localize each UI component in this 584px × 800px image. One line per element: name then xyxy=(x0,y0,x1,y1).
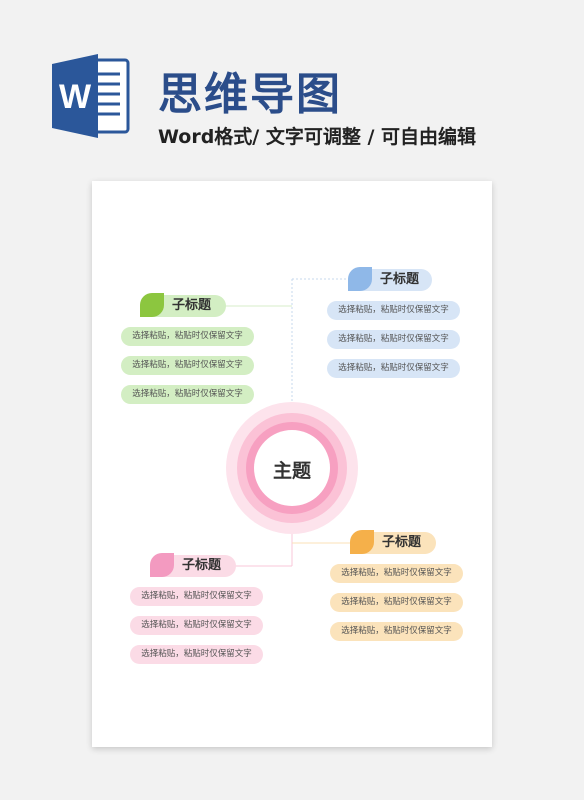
branch-item-orange-2: 选择粘贴，粘贴时仅保留文字 xyxy=(330,593,463,612)
branch-item-orange-3: 选择粘贴，粘贴时仅保留文字 xyxy=(330,622,463,641)
branch-item-green-2: 选择粘贴，粘贴时仅保留文字 xyxy=(121,356,254,375)
page-title: 思维导图 xyxy=(158,69,342,120)
branch-item-blue-3: 选择粘贴，粘贴时仅保留文字 xyxy=(327,359,460,378)
branch-item-blue-1: 选择粘贴，粘贴时仅保留文字 xyxy=(327,301,460,320)
connector-lines xyxy=(212,278,358,567)
branch-item-pink-3: 选择粘贴，粘贴时仅保留文字 xyxy=(130,645,263,664)
branch-item-green-1: 选择粘贴，粘贴时仅保留文字 xyxy=(121,327,254,346)
branch-item-green-3: 选择粘贴，粘贴时仅保留文字 xyxy=(121,385,254,404)
central-topic: 主题 xyxy=(272,460,311,482)
branch-item-pink-2: 选择粘贴，粘贴时仅保留文字 xyxy=(130,616,263,635)
leaf-icon-orange xyxy=(350,530,374,554)
branch-item-orange-1: 选择粘贴，粘贴时仅保留文字 xyxy=(330,564,463,583)
leaf-icon-green xyxy=(140,293,164,317)
leaf-icon-blue xyxy=(348,267,372,291)
word-logo-icon: W xyxy=(52,54,130,138)
branch-item-blue-2: 选择粘贴，粘贴时仅保留文字 xyxy=(327,330,460,349)
branch-item-pink-1: 选择粘贴，粘贴时仅保留文字 xyxy=(130,587,263,606)
page-subtitle: Word格式/ 文字可调整 / 可自由编辑 xyxy=(158,126,477,148)
document-sheet: 主题 子标题 选择粘贴，粘贴时仅保留文字 选择粘贴，粘贴时仅保留文字 选择粘贴，… xyxy=(92,181,492,747)
leaf-icon-pink xyxy=(150,553,174,577)
logo-letter: W xyxy=(59,78,92,116)
